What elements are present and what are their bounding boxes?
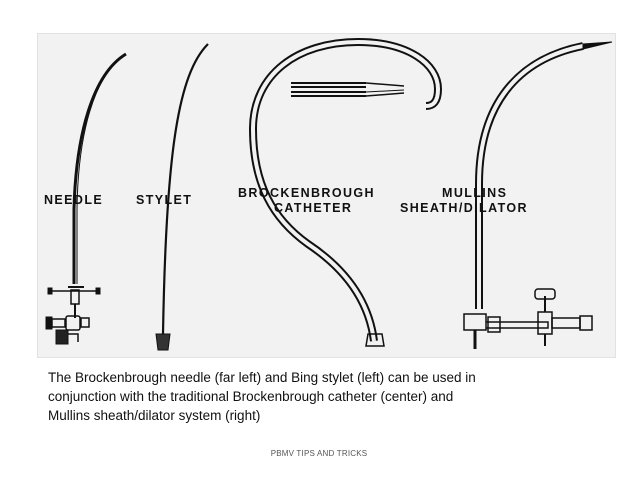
stylet-drawing: [155, 43, 209, 351]
sheath-label-line2: SHEATH/DILATOR: [400, 201, 528, 215]
device-illustration: NEEDLE STYLET BROCKENBROUGH CATHETER MUL…: [37, 33, 616, 358]
caption-line: The Brockenbrough needle (far left) and …: [48, 370, 476, 385]
device-drawing: NEEDLE STYLET BROCKENBROUGH CATHETER MUL…: [44, 37, 613, 351]
stylet-label: STYLET: [136, 193, 192, 207]
catheter-label-line1: BROCKENBROUGH: [238, 186, 375, 200]
caption-line: conjunction with the traditional Brocken…: [48, 389, 454, 404]
sheath-label-line1: MULLINS: [442, 186, 507, 200]
figure-caption: The Brockenbrough needle (far left) and …: [48, 368, 568, 425]
catheter-drawing: [248, 37, 443, 347]
catheter-label-line2: CATHETER: [274, 201, 352, 215]
caption-line: Mullins sheath/dilator system (right): [48, 408, 261, 423]
slide-footer: PBMV TIPS AND TRICKS: [270, 449, 368, 458]
needle-label: NEEDLE: [44, 193, 103, 207]
sheath-drawing: [463, 41, 613, 349]
needle-drawing: [45, 52, 127, 345]
